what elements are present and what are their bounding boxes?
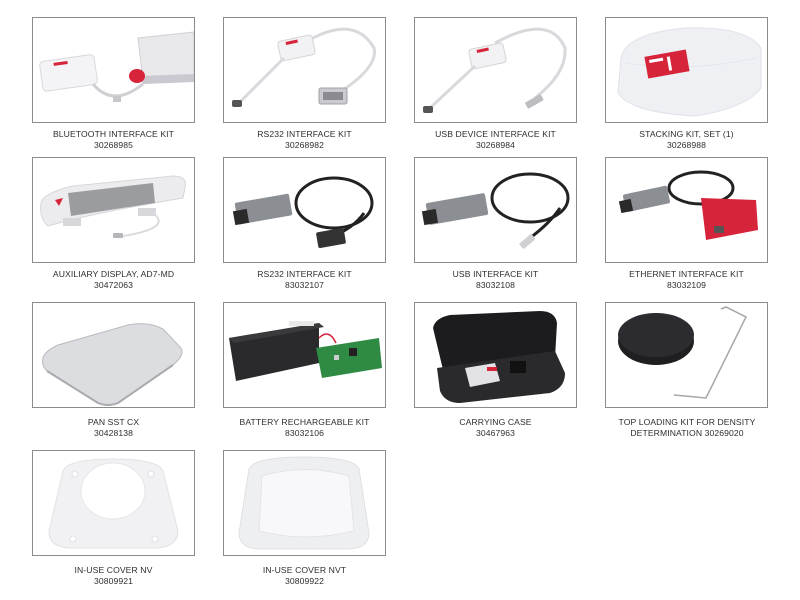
- product-card-rs232-interface-kit-30268982[interactable]: RS232 INTERFACE KIT 30268982: [223, 17, 386, 150]
- product-image-density-kit[interactable]: [605, 302, 768, 408]
- product-name: USB INTERFACE KIT: [452, 269, 539, 279]
- product-image-usb-device-interface-kit[interactable]: [414, 17, 577, 123]
- product-part-number: 30268988: [666, 139, 707, 150]
- product-name: CARRYING CASE: [459, 417, 532, 427]
- in-use-cover-nv-icon: [48, 458, 179, 549]
- product-name: USB DEVICE INTERFACE KIT: [435, 129, 556, 139]
- in-use-cover-nvt-icon: [238, 456, 370, 550]
- rs232-cable-icon: [232, 27, 376, 107]
- usb-device-cable-icon: [423, 27, 567, 113]
- product-part-number: 30428138: [93, 427, 134, 438]
- product-name: BATTERY RECHARGEABLE KIT: [239, 417, 370, 427]
- density-kit-icon: [618, 306, 748, 399]
- product-image-ethernet-interface-kit[interactable]: [605, 157, 768, 263]
- ethernet-adapter-icon: [618, 170, 758, 240]
- product-caption: BATTERY RECHARGEABLE KIT 83032106: [223, 417, 386, 438]
- product-caption: STACKING KIT, SET (1) 30268988: [605, 129, 768, 150]
- product-part-number: 30268985: [93, 139, 134, 150]
- product-image-rs232-interface-kit[interactable]: [223, 17, 386, 123]
- product-caption: ETHERNET INTERFACE KIT 83032109: [605, 269, 768, 290]
- product-name: TOP LOADING KIT FOR DENSITY: [618, 417, 756, 427]
- product-image-in-use-cover-nv[interactable]: [32, 450, 195, 556]
- product-name: RS232 INTERFACE KIT: [257, 269, 352, 279]
- product-card-carrying-case[interactable]: CARRYING CASE 30467963: [414, 302, 577, 438]
- product-caption: CARRYING CASE 30467963: [414, 417, 577, 438]
- battery-pcb-icon: [229, 321, 382, 381]
- product-card-pan-sst-cx[interactable]: PAN SST CX 30428138: [32, 302, 195, 438]
- product-name: BLUETOOTH INTERFACE KIT: [52, 129, 175, 139]
- product-name: AUXILIARY DISPLAY, AD7-MD: [52, 269, 175, 279]
- product-caption: RS232 INTERFACE KIT 83032107: [223, 269, 386, 290]
- product-name: PAN SST CX: [87, 417, 140, 427]
- product-name: RS232 INTERFACE KIT: [257, 129, 352, 139]
- product-card-bluetooth-interface-kit[interactable]: BLUETOOTH INTERFACE KIT 30268985: [32, 17, 195, 150]
- product-caption: USB INTERFACE KIT 83032108: [414, 269, 577, 290]
- product-image-pan-sst-cx[interactable]: [32, 302, 195, 408]
- product-card-in-use-cover-nvt[interactable]: IN-USE COVER NVT 30809922: [223, 450, 386, 586]
- product-part-number: 30472063: [93, 279, 134, 290]
- product-card-in-use-cover-nv[interactable]: IN-USE COVER NV 30809921: [32, 450, 195, 586]
- product-card-auxiliary-display[interactable]: AUXILIARY DISPLAY, AD7-MD 30472063: [32, 157, 195, 290]
- product-part-number: DETERMINATION 30269020: [630, 427, 744, 438]
- product-part-number: 30809921: [93, 575, 134, 586]
- product-name: STACKING KIT, SET (1): [639, 129, 734, 139]
- product-part-number: 30268984: [475, 139, 516, 150]
- product-caption: USB DEVICE INTERFACE KIT 30268984: [414, 129, 577, 150]
- product-image-rs232-interface-kit[interactable]: [223, 157, 386, 263]
- product-part-number: 83032106: [284, 427, 325, 438]
- product-part-number: 30467963: [475, 427, 516, 438]
- usb-gray-cable-icon: [421, 172, 570, 249]
- carrying-case-icon: [433, 311, 565, 403]
- product-image-carrying-case[interactable]: [414, 302, 577, 408]
- product-caption: PAN SST CX 30428138: [32, 417, 195, 438]
- product-card-stacking-kit[interactable]: STACKING KIT, SET (1) 30268988: [605, 17, 768, 150]
- product-image-bluetooth-interface-kit[interactable]: [32, 17, 195, 123]
- product-caption: AUXILIARY DISPLAY, AD7-MD 30472063: [32, 269, 195, 290]
- product-name: IN-USE COVER NVT: [262, 565, 347, 575]
- product-image-battery-rechargeable-kit[interactable]: [223, 302, 386, 408]
- rs232-gray-cable-icon: [232, 176, 374, 248]
- product-part-number: 30268982: [284, 139, 325, 150]
- product-part-number: 83032107: [284, 279, 325, 290]
- product-card-usb-interface-kit[interactable]: USB INTERFACE KIT 83032108: [414, 157, 577, 290]
- stacking-kit-icon: [617, 27, 762, 117]
- product-image-usb-interface-kit[interactable]: [414, 157, 577, 263]
- product-card-ethernet-interface-kit[interactable]: ETHERNET INTERFACE KIT 83032109: [605, 157, 768, 290]
- product-caption: RS232 INTERFACE KIT 30268982: [223, 129, 386, 150]
- product-name: IN-USE COVER NV: [74, 565, 153, 575]
- product-card-usb-device-interface-kit[interactable]: USB DEVICE INTERFACE KIT 30268984: [414, 17, 577, 150]
- product-caption: IN-USE COVER NV 30809921: [32, 565, 195, 586]
- product-caption: TOP LOADING KIT FOR DENSITY DETERMINATIO…: [587, 417, 787, 438]
- product-part-number: 30809922: [284, 575, 325, 586]
- product-card-battery-rechargeable-kit[interactable]: BATTERY RECHARGEABLE KIT 83032106: [223, 302, 386, 438]
- bluetooth-adapter-icon: [39, 31, 194, 102]
- product-card-rs232-interface-kit-83032107[interactable]: RS232 INTERFACE KIT 83032107: [223, 157, 386, 290]
- product-caption: BLUETOOTH INTERFACE KIT 30268985: [32, 129, 195, 150]
- product-part-number: 83032108: [475, 279, 516, 290]
- stainless-pan-icon: [42, 323, 183, 406]
- product-part-number: 83032109: [666, 279, 707, 290]
- product-name: ETHERNET INTERFACE KIT: [629, 269, 744, 279]
- product-image-auxiliary-display[interactable]: [32, 157, 195, 263]
- auxiliary-display-icon: [40, 175, 186, 238]
- product-card-density-kit[interactable]: TOP LOADING KIT FOR DENSITY DETERMINATIO…: [605, 302, 768, 438]
- product-caption: IN-USE COVER NVT 30809922: [223, 565, 386, 586]
- product-image-in-use-cover-nvt[interactable]: [223, 450, 386, 556]
- product-image-stacking-kit[interactable]: [605, 17, 768, 123]
